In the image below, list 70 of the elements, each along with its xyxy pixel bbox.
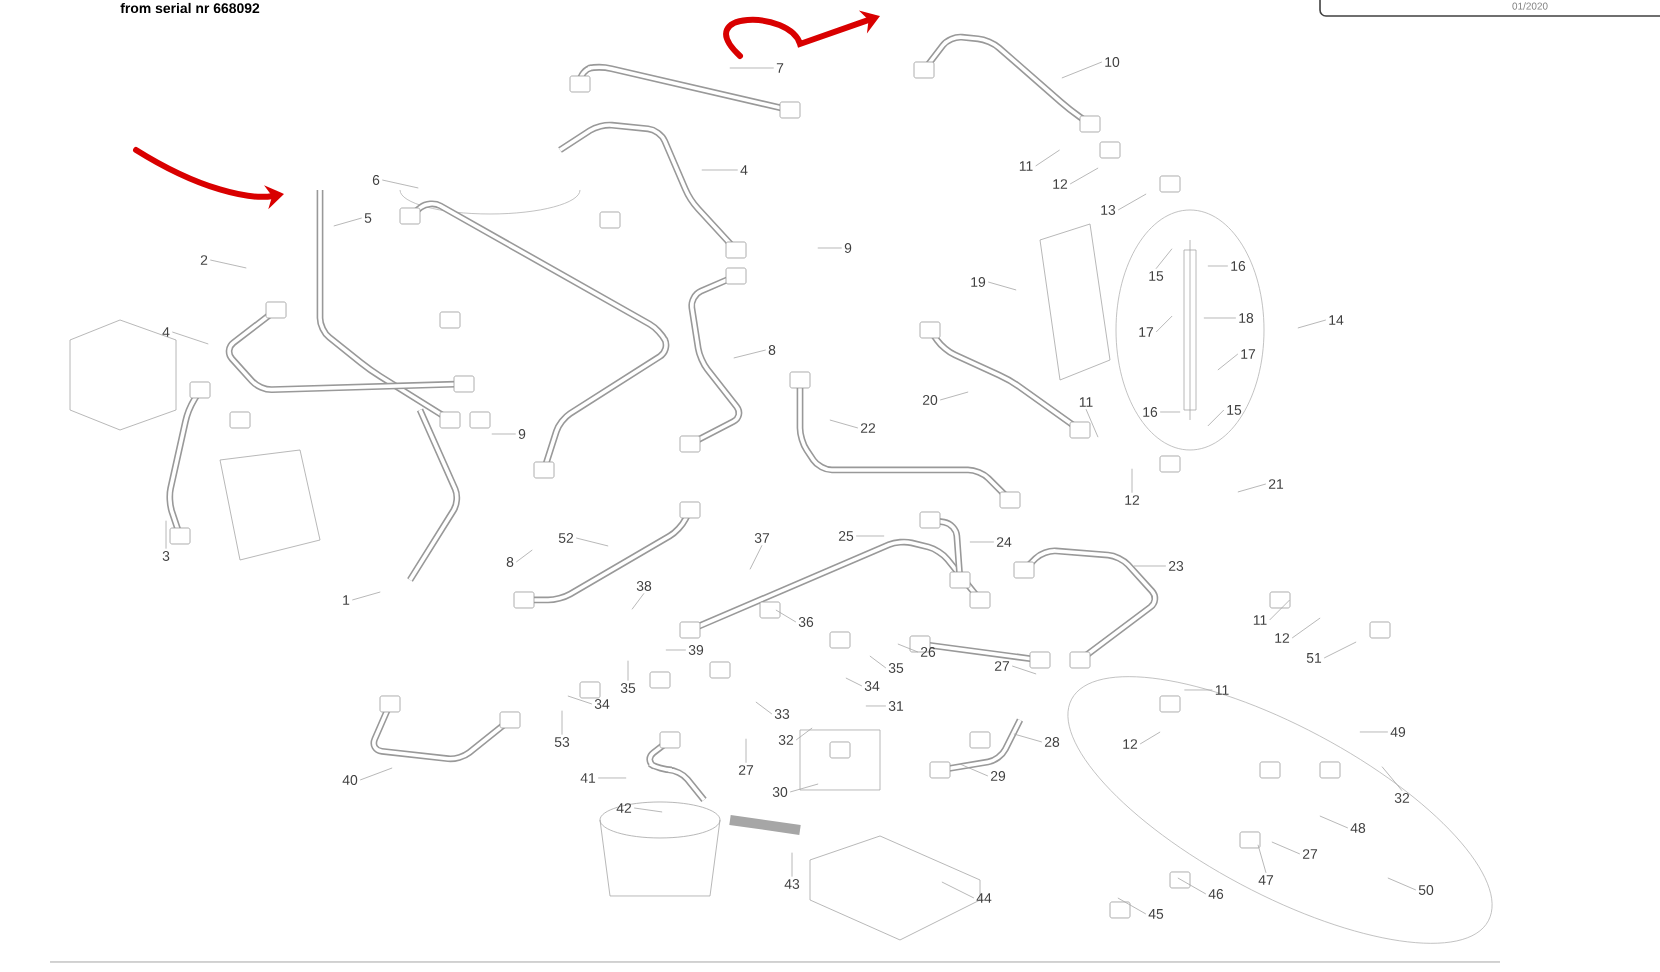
leader-line (1291, 617, 1321, 639)
leader-line (749, 544, 763, 570)
leader-line (817, 247, 843, 249)
leader-line (1061, 61, 1103, 79)
leader-line (1381, 766, 1403, 792)
leader-line (845, 677, 863, 687)
leader-line (633, 807, 663, 813)
leader-line (729, 67, 775, 69)
leader-line (897, 643, 919, 653)
leader-line (939, 391, 969, 401)
leader-line (627, 660, 629, 682)
leader-line (333, 217, 363, 227)
leader-line (865, 705, 887, 707)
leader-line (209, 259, 247, 269)
leader-line (869, 655, 887, 669)
leader-line (665, 649, 687, 651)
leader-line (1387, 877, 1417, 891)
leader-line (575, 537, 609, 547)
leader-line (701, 169, 739, 171)
leader-line (171, 331, 209, 345)
leader-line (1203, 317, 1237, 319)
leader-line (1319, 815, 1349, 829)
leader-line (1155, 248, 1173, 270)
leader-line (791, 852, 793, 878)
leader-line (1217, 353, 1239, 371)
leader-line (855, 535, 885, 537)
leader-line (959, 763, 989, 777)
leader-line (1177, 877, 1207, 895)
leader-line (829, 419, 859, 429)
leader-line (165, 520, 167, 550)
leader-line (491, 433, 517, 435)
leader-line (775, 609, 797, 623)
leader-line (1155, 315, 1173, 333)
leader-line (515, 549, 533, 563)
leader-line (1011, 665, 1037, 675)
leader-line (969, 541, 995, 543)
leader-line (941, 881, 975, 899)
leader-line (1359, 731, 1389, 733)
leader-line (1085, 408, 1099, 438)
leader-line (1131, 468, 1133, 494)
leader-line (1069, 167, 1099, 185)
leader-line (1207, 265, 1229, 267)
leader-line (1035, 149, 1061, 167)
leader-line (1297, 319, 1327, 329)
leader-line (561, 710, 563, 736)
leader-line (597, 777, 627, 779)
leader-line (1013, 733, 1043, 743)
leader-line (1207, 409, 1225, 427)
leader-line (987, 281, 1017, 291)
leader-line (789, 783, 819, 793)
leader-line (1257, 844, 1267, 874)
leader-line (1139, 731, 1161, 745)
leader-line (1183, 689, 1213, 691)
leader-line (567, 695, 593, 705)
leader-line (1271, 841, 1301, 855)
leader-line (351, 591, 381, 601)
leader-line (1237, 483, 1267, 493)
leader-line (631, 592, 645, 610)
leader-line (795, 727, 813, 741)
leader-line (1117, 193, 1147, 211)
leader-line (733, 349, 767, 359)
leader-line (1133, 565, 1167, 567)
leader-line (359, 767, 393, 781)
leader-line (745, 738, 747, 764)
leader-line (1323, 641, 1357, 659)
leader-line (1117, 897, 1147, 915)
leader-line (755, 701, 773, 715)
leader-line (1269, 599, 1291, 621)
leader-line (1159, 411, 1181, 413)
leader-line (381, 179, 419, 189)
